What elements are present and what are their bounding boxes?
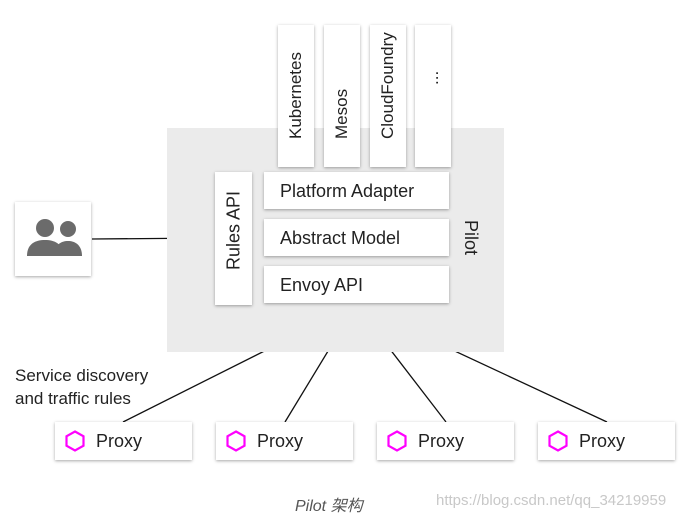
proxy-box-3: Proxy [377,422,514,460]
platform-label: CloudFoundry [378,32,397,139]
proxy-label: Proxy [96,430,143,451]
proxy-label: Proxy [257,430,304,451]
platform-adapter-label: Platform Adapter [280,181,415,201]
proxy-label: Proxy [418,430,465,451]
envoy-api-box: Envoy API [264,266,449,303]
abstract-model-box: Abstract Model [264,219,449,256]
rules-api-box: Rules API [215,172,252,305]
users-card [15,202,91,276]
service-discovery-note: Service discovery and traffic rules [15,364,148,410]
proxy-box-2: Proxy [216,422,353,460]
people-icon [27,219,82,256]
platform-cloudfoundry: CloudFoundry [370,25,406,167]
platform-kubernetes: Kubernetes [278,25,314,167]
watermark: https://blog.csdn.net/qq_34219959 [436,492,667,509]
abstract-model-label: Abstract Model [280,228,401,248]
platform-mesos: Mesos [324,25,360,167]
hexagon-icon [387,430,407,452]
platform-adapter-box: Platform Adapter [264,172,449,209]
proxy-box-1: Proxy [55,422,192,460]
rules-api-label: Rules API [223,190,243,270]
hexagon-icon [226,430,246,452]
platform-label: Mesos [332,88,351,139]
proxy-label: Proxy [579,430,626,451]
proxy-box-4: Proxy [538,422,675,460]
note-line-1: Service discovery [15,366,149,385]
platform-more: ... [415,25,451,167]
pilot-label: Pilot [461,220,481,256]
hexagon-icon [548,430,568,452]
hexagon-icon [65,430,85,452]
note-line-2: and traffic rules [15,389,131,408]
caption: Pilot 架构 [295,498,363,515]
envoy-api-label: Envoy API [280,275,364,295]
platform-label: Kubernetes [286,52,305,139]
platform-label: ... [423,70,442,85]
